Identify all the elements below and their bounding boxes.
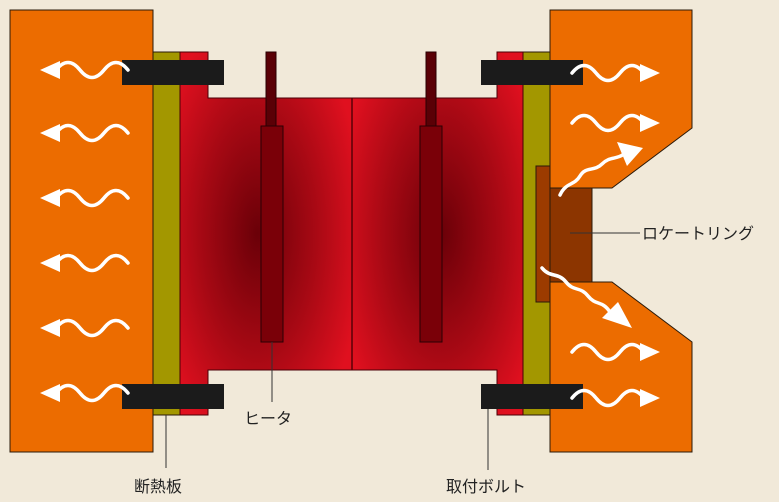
wavy-arrow-icon-head — [602, 302, 632, 328]
label-mounting-bolt: 取付ボルト — [446, 477, 526, 496]
left-insulation-plate — [152, 51, 181, 416]
left-heater — [260, 125, 284, 343]
right-heater — [419, 125, 443, 343]
right-heater-lead — [425, 51, 437, 129]
locate-ring-body — [549, 187, 593, 283]
wavy-arrow-icon — [540, 266, 612, 314]
label-insulation-plate: 断熱板 — [134, 477, 182, 496]
wavy-arrow-icon-head — [617, 142, 643, 166]
label-heater: ヒータ — [244, 409, 292, 428]
locate-ring — [535, 165, 551, 303]
bolt-icon — [481, 384, 583, 409]
bolt-icon — [481, 60, 583, 85]
wavy-arrow-icon — [558, 152, 626, 197]
left-platen — [9, 9, 154, 453]
label-locate-ring: ロケートリング — [642, 224, 754, 243]
bolt-icon — [122, 60, 224, 85]
left-heater-lead — [265, 51, 277, 129]
bolt-icon — [122, 384, 224, 409]
